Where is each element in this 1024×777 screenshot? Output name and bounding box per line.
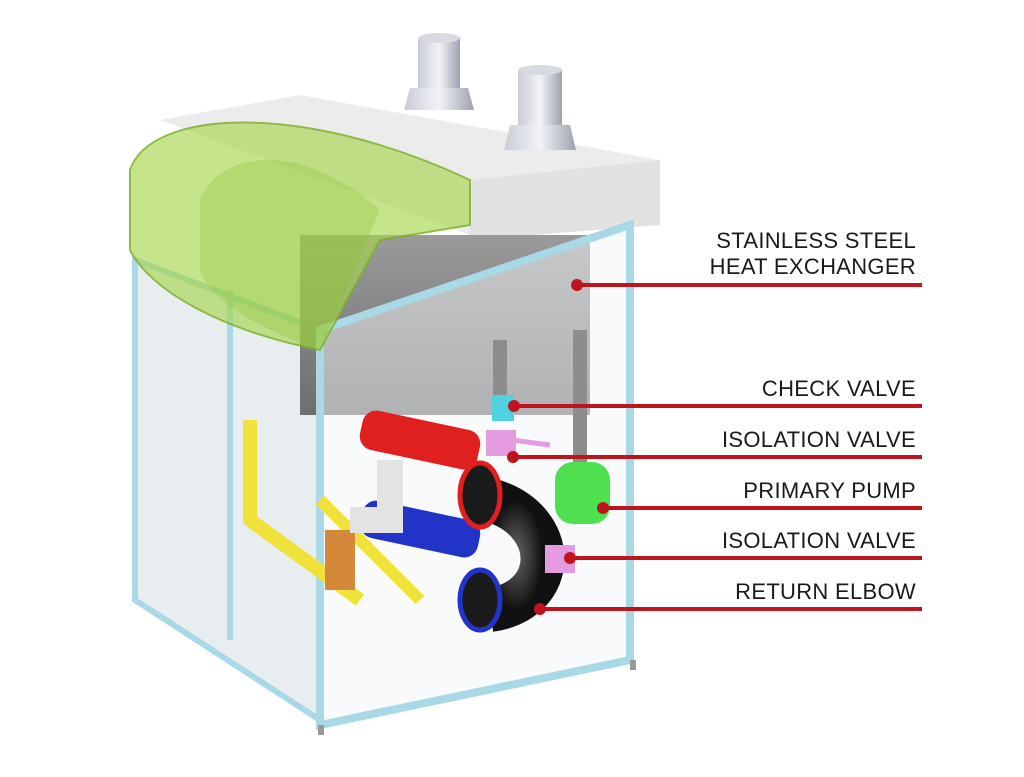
- callout-check-valve: CHECK VALVE: [761, 376, 916, 401]
- callout-line: STAINLESS STEEL: [716, 228, 916, 253]
- callout-line: HEAT EXCHANGER: [709, 254, 916, 279]
- front-covers: [129, 121, 471, 352]
- callout-isolation-valve-lower: ISOLATION VALVE: [721, 528, 916, 553]
- white-elbow: [350, 460, 403, 533]
- cabinet-top-front: [470, 160, 660, 240]
- callout-heat-exchanger: STAINLESS STEEL HEAT EXCHANGER: [710, 228, 916, 280]
- gas-valve: [325, 530, 355, 590]
- callout-primary-pump: PRIMARY PUMP: [743, 478, 916, 503]
- return-elbow-shape: [482, 478, 565, 632]
- supply-pipe: [359, 410, 481, 470]
- callout-isolation-valve: ISOLATION VALVE: [721, 427, 916, 452]
- check-valve-shape: [492, 395, 514, 421]
- gas-line: [243, 420, 365, 606]
- callout-return-elbow: RETURN ELBOW: [735, 579, 916, 604]
- flue-vent-left: [404, 33, 474, 110]
- primary-pump-shape: [555, 462, 610, 524]
- flue-vent-right: [504, 65, 576, 150]
- leader-lines: [513, 283, 922, 611]
- leader-dots: [507, 279, 609, 615]
